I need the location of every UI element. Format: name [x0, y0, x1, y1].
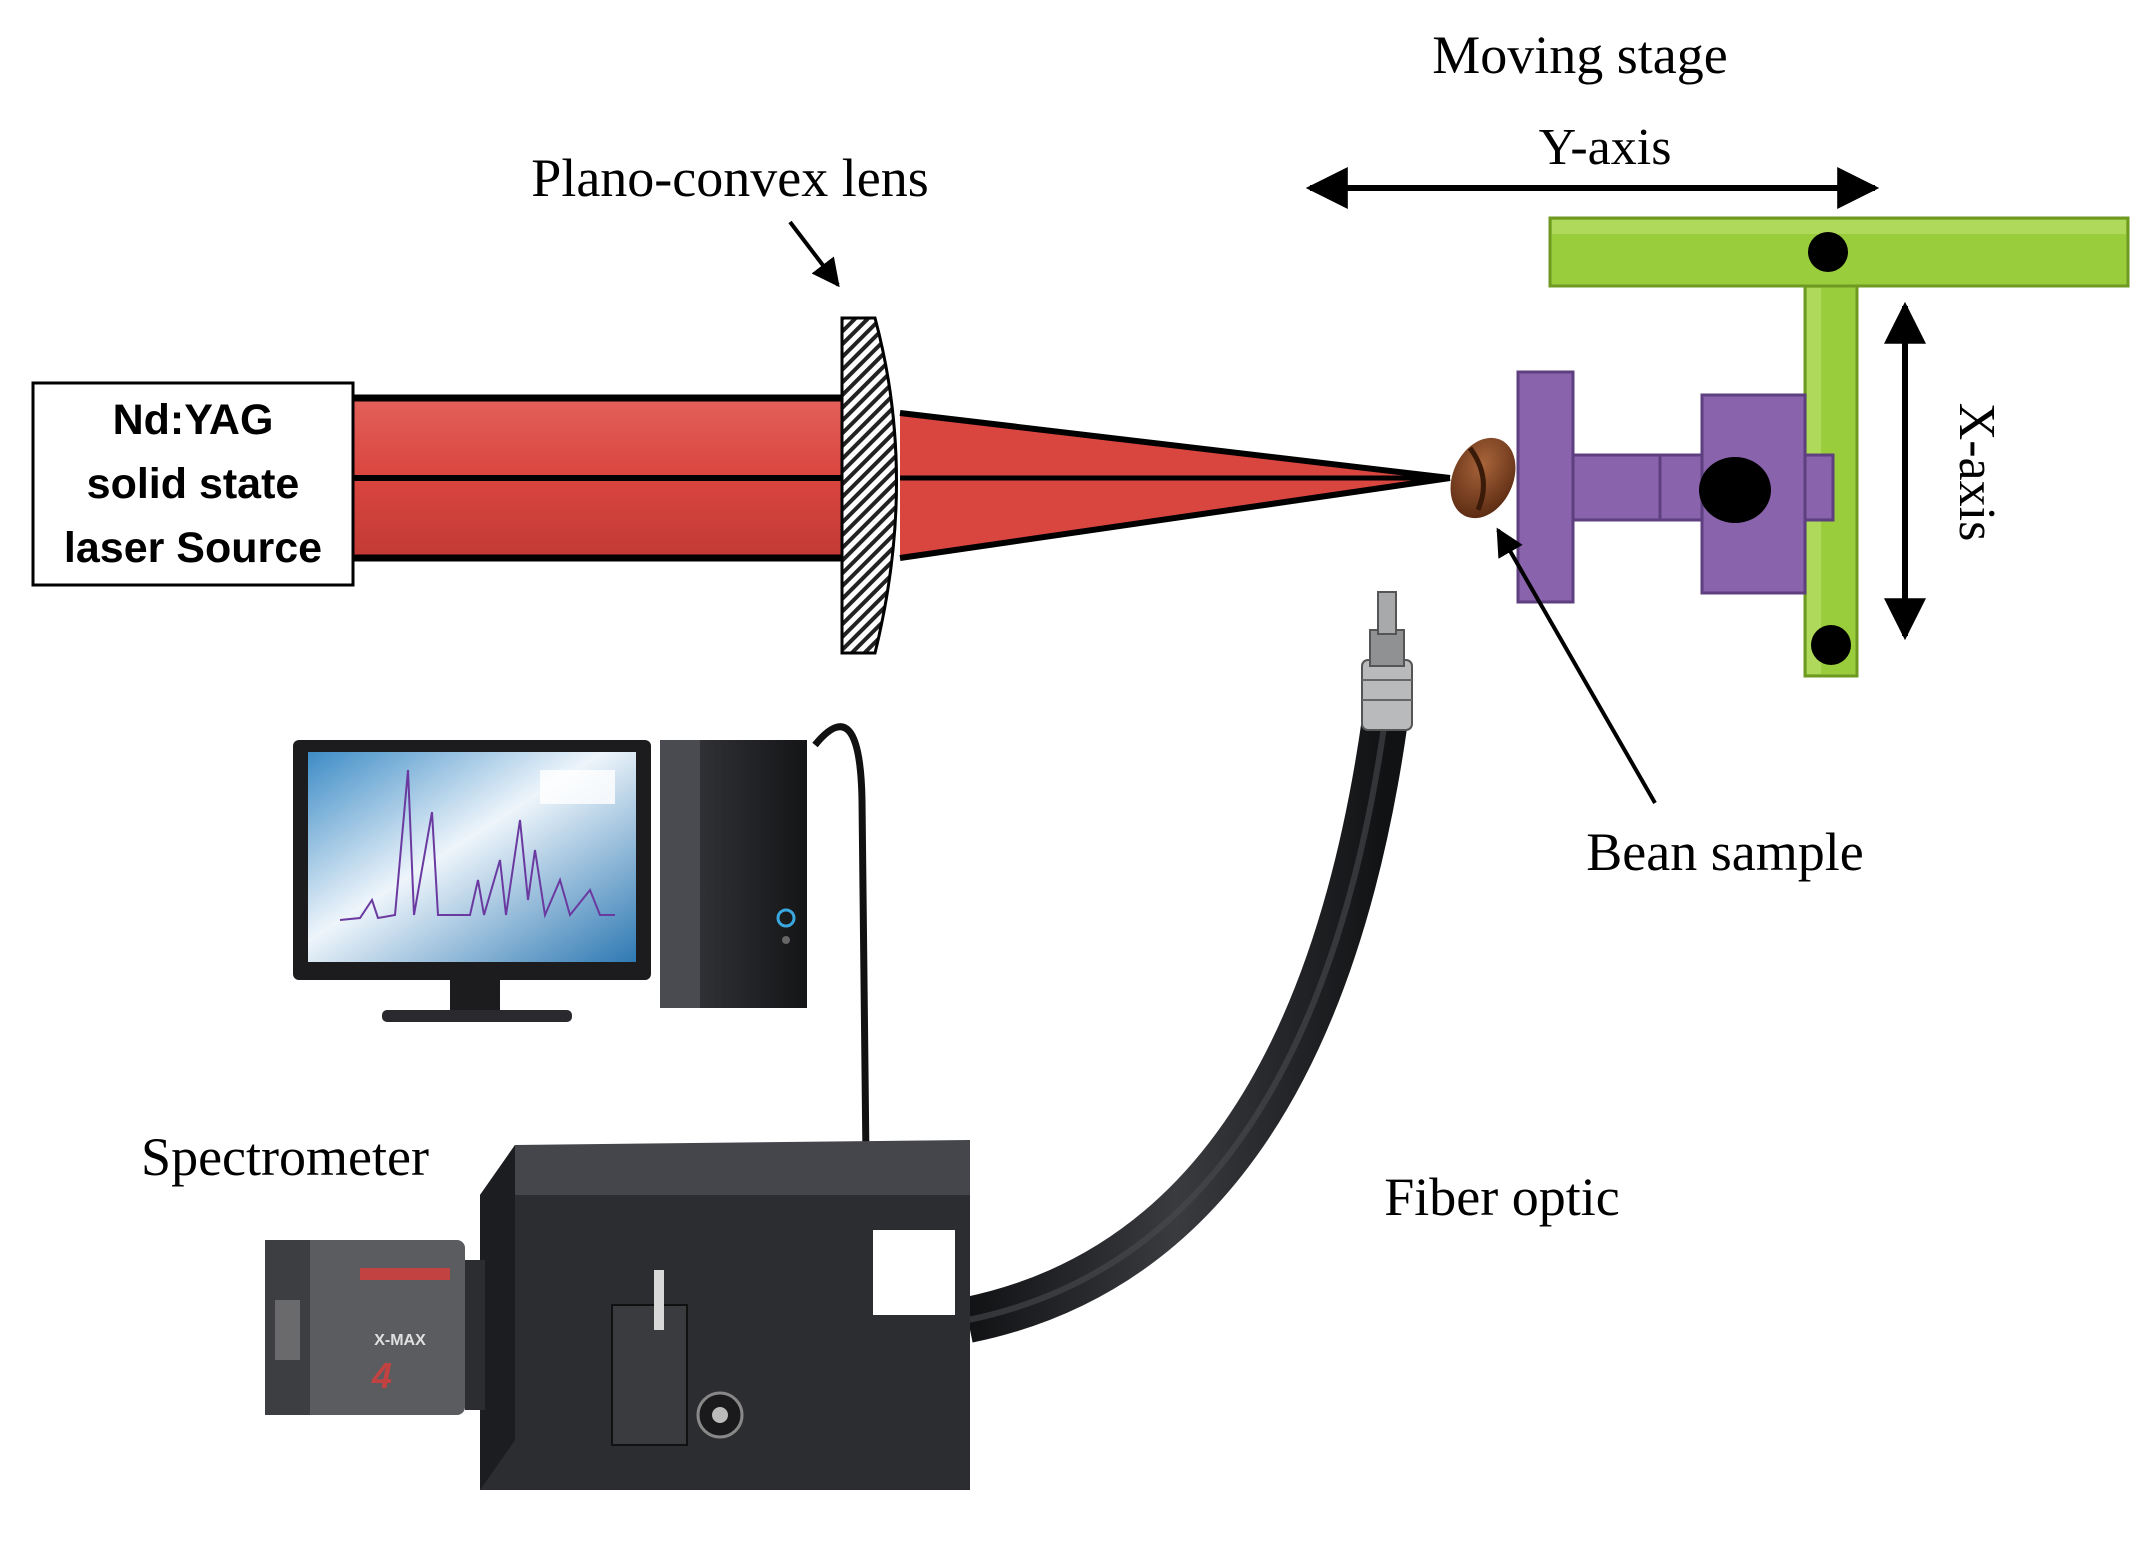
- camera-brand-label: X-MAX: [374, 1332, 426, 1349]
- lens-label: Plano-convex lens: [531, 148, 928, 208]
- laser-label-line2: solid state: [87, 460, 300, 508]
- moving-stage-label: Moving stage: [1432, 25, 1727, 85]
- usb-cable: [812, 723, 870, 1161]
- spectrometer-top: [480, 1140, 970, 1205]
- computer: [293, 723, 870, 1161]
- spectrometer-label-plate: [873, 1230, 955, 1315]
- slit-adjuster: [654, 1270, 664, 1330]
- bean-sample-label: Bean sample: [1586, 822, 1863, 882]
- fiber-connector: [1361, 659, 1413, 731]
- fiber-cable: [963, 716, 1408, 1343]
- laser-beam: [352, 394, 1451, 562]
- holder-joint: [1699, 457, 1771, 523]
- moving-stage: Moving stage Y-axis X-axis: [1305, 25, 2130, 678]
- y-rail-joint: [1808, 232, 1848, 272]
- monitor-base: [382, 1010, 572, 1022]
- plano-convex-lens: [840, 316, 898, 655]
- fiber-optic: Fiber optic: [963, 591, 1620, 1343]
- camera-body: [265, 1240, 465, 1415]
- laser-label-line1: Nd:YAG: [113, 396, 274, 444]
- spectrometer-label: Spectrometer: [141, 1127, 429, 1187]
- x-rail-joint: [1811, 625, 1851, 665]
- screen-spectrum: [339, 769, 615, 921]
- bean-sample: Bean sample: [1450, 437, 1864, 882]
- fiber-optic-label: Fiber optic: [1384, 1167, 1619, 1227]
- entrance-slit: [611, 1304, 688, 1446]
- focused-beam: [900, 413, 1450, 558]
- spectrometer: Spectrometer X-MAX 4: [141, 1127, 970, 1490]
- power-icon: [776, 908, 796, 928]
- bean-pointer-arrow: [1496, 527, 1657, 804]
- camera-model-label: 4: [371, 1355, 392, 1396]
- laser-source-box: Nd:YAG solid state laser Source: [31, 381, 355, 587]
- y-axis-label: Y-axis: [1539, 119, 1672, 176]
- lens-pointer-arrow: [788, 220, 840, 288]
- holder-plate: [1516, 370, 1575, 604]
- x-axis-label: X-axis: [1948, 403, 2005, 542]
- laser-label-line3: laser Source: [64, 524, 322, 572]
